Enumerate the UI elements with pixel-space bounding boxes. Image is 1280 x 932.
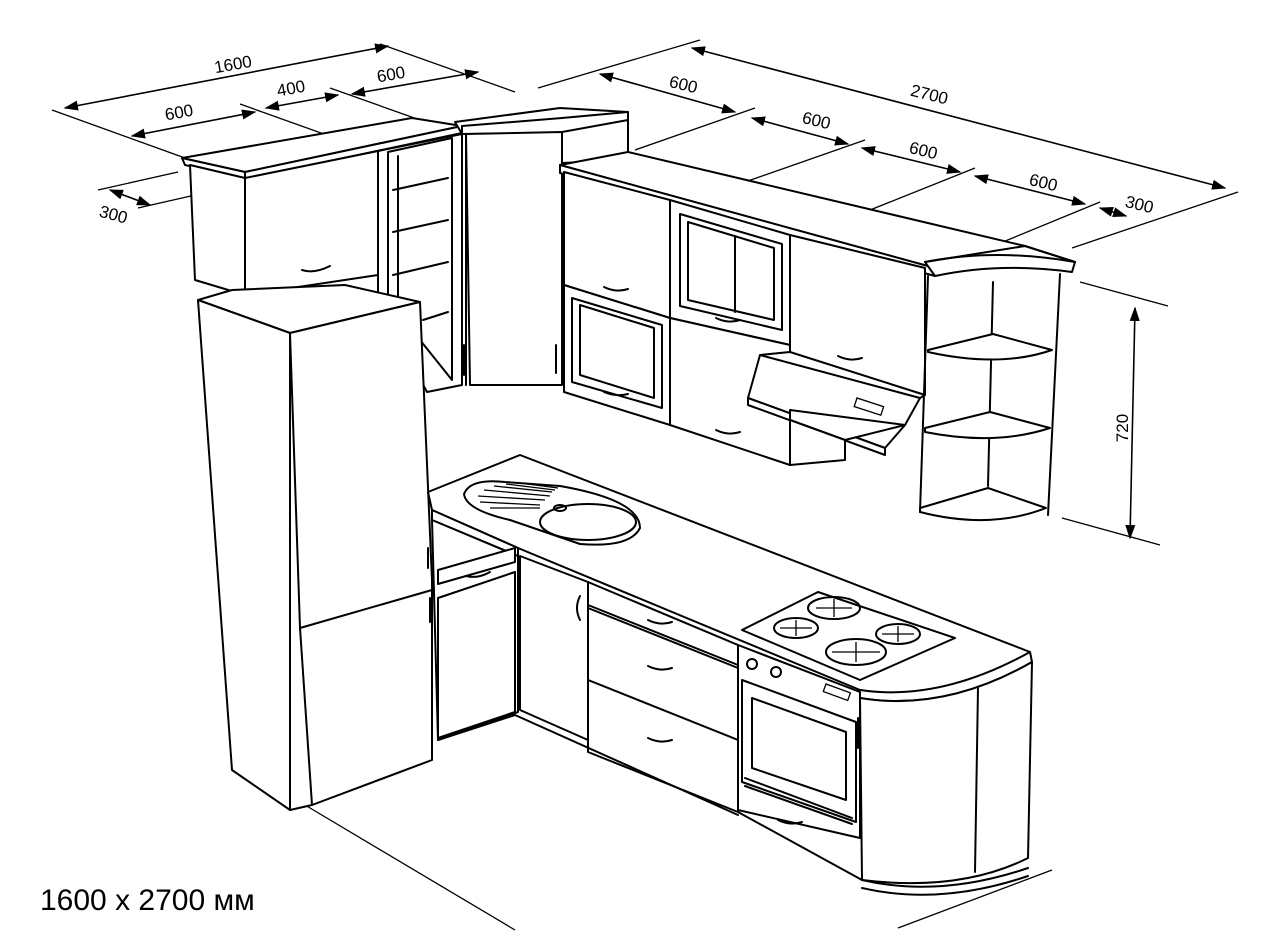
dim-label-300-right: 300: [1123, 192, 1155, 217]
size-caption: 1600 x 2700 мм: [40, 884, 255, 917]
handle-icon: [301, 265, 331, 273]
dim-line-600-mid: [350, 69, 480, 97]
handle-icon: [777, 819, 803, 825]
burner-icon: [875, 623, 921, 645]
dim-line-600-r2: [750, 116, 850, 146]
base-cabinets: [431, 519, 739, 816]
handle-icon: [647, 619, 673, 625]
dim-line-2700: [690, 46, 1227, 190]
dim-label-600-r4: 600: [1027, 170, 1059, 195]
cooktop-icon: [741, 591, 956, 681]
handle-icon: [647, 665, 673, 671]
dim-line-600-left: [130, 109, 257, 139]
dim-label-400: 400: [275, 77, 306, 101]
oven: [737, 644, 861, 839]
dim-line-600-r1: [598, 72, 737, 114]
oven-door: [741, 679, 857, 823]
dim-line-600-r4: [973, 174, 1087, 206]
upper-right-cabinets: [559, 151, 1076, 466]
dim-label-600-mid: 600: [375, 63, 406, 87]
dim-label-600-r2: 600: [800, 108, 832, 133]
drain-icon: [553, 504, 567, 512]
knob-icon: [746, 658, 758, 670]
dim-line-600-r3: [860, 146, 962, 174]
sink-icon: [463, 480, 641, 546]
refrigerator: [197, 284, 433, 811]
burner-icon: [825, 638, 887, 666]
dimension-labels: 1600 600 400 600 300 2700 600 600 600 60…: [97, 52, 1155, 442]
handle-icon: [837, 355, 863, 361]
handle-icon: [715, 429, 741, 435]
oven-display-icon: [822, 683, 852, 702]
dim-label-720: 720: [1113, 414, 1132, 442]
dim-line-1600: [63, 43, 390, 111]
dim-label-2700: 2700: [909, 81, 950, 109]
handle-icon: [465, 571, 491, 578]
sink-basin: [539, 503, 637, 541]
knob-icon: [770, 666, 782, 678]
handle-icon: [715, 317, 741, 323]
curved-end-cabinet: [859, 661, 1033, 896]
dim-line-720: [1125, 306, 1140, 540]
sink: [463, 480, 641, 546]
handle-icon: [603, 286, 629, 292]
corner-shelf: [919, 245, 1076, 522]
hood-control-icon: [853, 397, 885, 417]
cooktop: [741, 591, 956, 681]
dimension-lines: [51, 39, 1239, 931]
handle-icon: [603, 391, 629, 397]
handle-icon: [647, 737, 673, 743]
dim-label-300-left: 300: [97, 202, 129, 228]
burner-icon: [807, 596, 861, 620]
dim-line-400: [264, 92, 340, 111]
dim-label-600-left: 600: [163, 101, 194, 125]
dim-line-300-right: [1098, 206, 1128, 218]
burner-icon: [773, 617, 819, 639]
dim-line-300-left: [108, 189, 152, 206]
handle-icon: [576, 595, 581, 621]
